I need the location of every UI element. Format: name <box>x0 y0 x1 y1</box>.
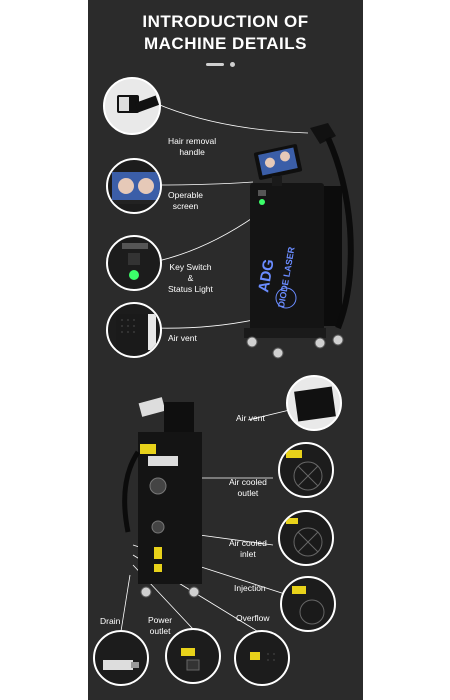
label-key-switch: Key Switch & Status Light <box>168 262 213 294</box>
laser-machine-front: ADG DIODE LASER <box>244 123 354 359</box>
page-title-line-2: MACHINE DETAILS <box>143 34 307 53</box>
label-back-air-vent: Air vent <box>236 413 265 423</box>
label-overflow: Overflow <box>236 613 270 623</box>
front-air-vent-detail <box>106 302 162 358</box>
warning-label <box>140 444 156 454</box>
machine-brand-text: ADG <box>255 258 278 294</box>
label-power-outlet: Power outlet <box>148 615 173 636</box>
handpiece-cable <box>325 136 354 330</box>
air-cooled-inlet-detail <box>278 510 334 566</box>
label-front-air-vent: Air vent <box>168 333 197 343</box>
carousel-indicator-dot[interactable] <box>230 62 235 67</box>
overflow-detail <box>234 630 290 686</box>
injection-detail <box>280 576 336 632</box>
key-switch-detail <box>106 235 162 291</box>
air-cooled-outlet-detail <box>278 442 334 498</box>
label-air-cooled-inlet: Air cooled inlet <box>229 538 267 559</box>
label-drain: Drain <box>100 616 121 626</box>
carousel-indicator-active[interactable] <box>206 63 224 66</box>
power-outlet-detail <box>165 628 221 684</box>
label-air-cooled-outlet: Air cooled outlet <box>229 477 267 498</box>
drain-detail <box>93 630 149 686</box>
label-operable-screen: Operable screen <box>168 190 203 211</box>
label-injection: Injection <box>234 583 266 593</box>
product-detail-panel: INTRODUCTION OF MACHINE DETAILS <box>88 0 363 700</box>
status-light <box>259 199 265 205</box>
operable-screen-detail <box>106 158 162 214</box>
laser-machine-back <box>122 397 202 598</box>
label-hair-removal-handle: Hair removal handle <box>168 136 217 157</box>
machine-body <box>250 183 324 331</box>
back-air-vent-detail <box>286 375 342 431</box>
page-title-line-1: INTRODUCTION OF <box>142 12 309 31</box>
hair-removal-handle-detail <box>103 77 161 135</box>
